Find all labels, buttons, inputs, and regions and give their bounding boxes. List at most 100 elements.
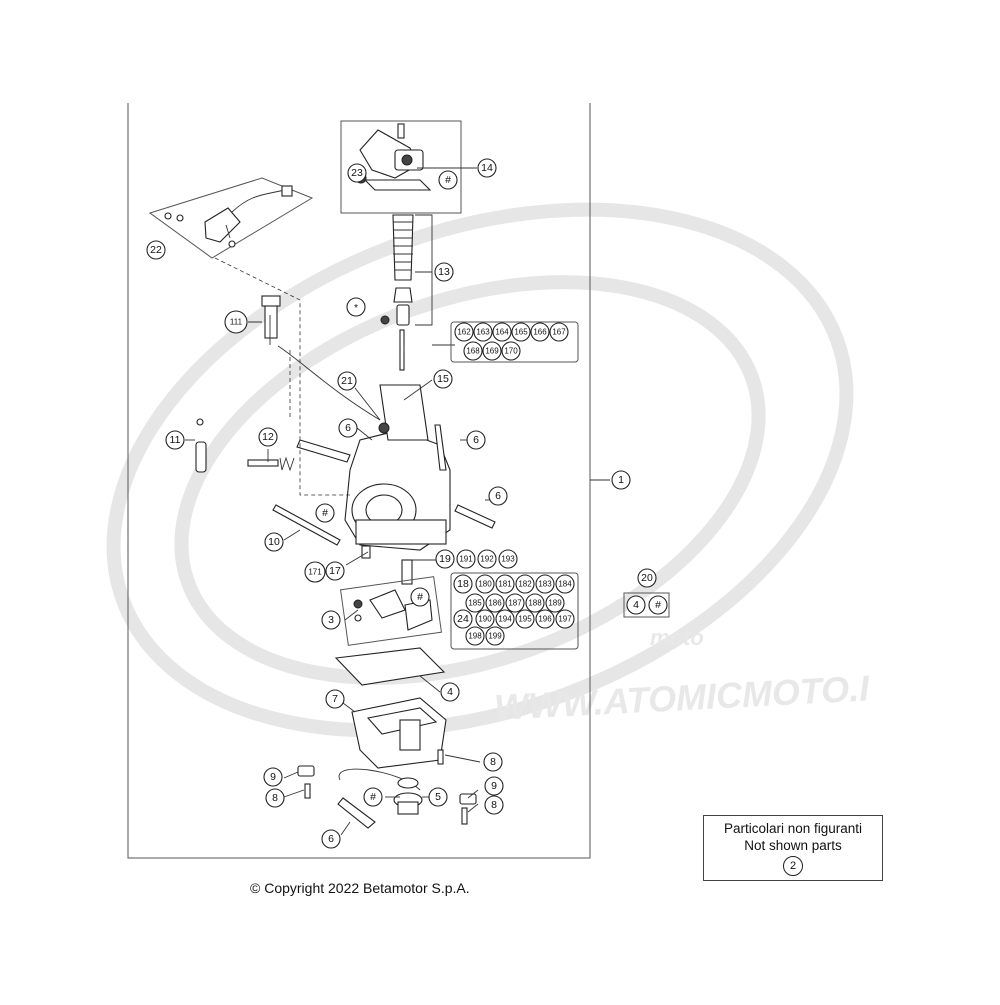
svg-text:196: 196 — [538, 615, 552, 624]
accelerator-pump-box — [339, 576, 443, 646]
svg-text:6: 6 — [328, 833, 334, 845]
svg-text:191: 191 — [459, 555, 473, 564]
float-bowl — [351, 697, 447, 769]
dashed-leader-22 — [214, 257, 350, 496]
svg-text:187: 187 — [508, 599, 522, 608]
group-box-180 — [450, 572, 579, 650]
callout-15: 15 — [433, 369, 453, 389]
svg-text:192: 192 — [480, 555, 494, 564]
svg-text:14: 14 — [481, 162, 493, 174]
svg-text:170: 170 — [504, 347, 518, 356]
jet-needle-screw — [272, 504, 341, 546]
float-bowl-gasket — [334, 647, 446, 686]
callout-hash-cover: # — [438, 170, 458, 190]
svg-text:195: 195 — [518, 615, 532, 624]
svg-text:169: 169 — [485, 347, 499, 356]
svg-text:189: 189 — [548, 599, 562, 608]
svg-text:13: 13 — [438, 266, 450, 278]
callout-6-c: 6 — [488, 486, 508, 506]
tps-box — [148, 177, 314, 259]
idle-adjust-screw — [195, 295, 281, 473]
mixture-screw — [247, 456, 295, 472]
throttle-position-sensor — [164, 185, 293, 248]
callout-22: 22 — [146, 240, 166, 260]
svg-text:162: 162 — [457, 328, 471, 337]
diagram-frame — [127, 103, 591, 859]
svg-text:8: 8 — [490, 756, 496, 768]
svg-text:#: # — [417, 591, 423, 603]
carburetor-body — [344, 384, 451, 585]
svg-text:184: 184 — [558, 580, 572, 589]
group-180: 180 181 182 183 184 — [475, 574, 575, 594]
svg-text:10: 10 — [268, 536, 280, 548]
not-shown-part-callout: 2 — [783, 856, 803, 876]
svg-text:165: 165 — [514, 328, 528, 337]
group-191: 191 192 193 — [456, 549, 518, 569]
svg-text:194: 194 — [498, 615, 512, 624]
svg-text:168: 168 — [466, 347, 480, 356]
svg-text:9: 9 — [491, 780, 497, 792]
svg-text:111: 111 — [230, 318, 243, 327]
slide-spring — [380, 214, 414, 371]
callout-9-a: 9 — [263, 767, 283, 787]
svg-text:186: 186 — [488, 599, 502, 608]
group-190: 190 194 195 196 197 — [475, 609, 575, 629]
not-shown-label-en: Not shown parts — [744, 838, 842, 853]
svg-text:166: 166 — [533, 328, 547, 337]
callout-3: 3 — [321, 610, 341, 630]
callout-9-b: 9 — [484, 776, 504, 796]
callout-24: 24 — [453, 609, 473, 629]
bowl-screws — [297, 749, 477, 825]
callout-11: 11 — [165, 430, 185, 450]
throttle-cable-cover — [355, 123, 432, 191]
svg-text:180: 180 — [478, 580, 492, 589]
svg-text:5: 5 — [435, 791, 441, 803]
callout-1: 1 — [611, 470, 631, 490]
svg-text:199: 199 — [488, 632, 502, 641]
group-198: 198 199 — [465, 626, 505, 646]
group-box-162 — [450, 321, 579, 363]
callout-17: 17 — [325, 561, 345, 581]
svg-text:6: 6 — [345, 422, 351, 434]
callout-20: 20 — [637, 568, 657, 588]
svg-text:8: 8 — [272, 792, 278, 804]
callout-hash-jet: # — [315, 503, 335, 523]
callout-6-b: 6 — [466, 430, 486, 450]
callout-23: 23 — [347, 163, 367, 183]
drain-plug — [393, 777, 423, 815]
svg-text:164: 164 — [495, 328, 509, 337]
watermark: moto WWW.ATOMICMOTO.I — [106, 202, 871, 738]
svg-text:1: 1 — [618, 474, 624, 486]
callout-10: 10 — [264, 532, 284, 552]
svg-text:17: 17 — [329, 565, 341, 577]
svg-text:19: 19 — [439, 553, 451, 565]
svg-text:197: 197 — [558, 615, 572, 624]
svg-text:21: 21 — [341, 375, 353, 387]
callout-4: 4 — [440, 682, 460, 702]
watermark-brand: moto — [650, 625, 704, 650]
callout-14: 14 — [477, 158, 497, 178]
svg-text:198: 198 — [468, 632, 482, 641]
svg-text:182: 182 — [518, 580, 532, 589]
callout-21: 21 — [337, 371, 357, 391]
svg-text:#: # — [370, 791, 376, 803]
callout-8-c: 8 — [484, 795, 504, 815]
group-box-20 — [623, 592, 670, 618]
svg-text:*: * — [354, 302, 358, 314]
svg-text:9: 9 — [270, 771, 276, 783]
svg-text:3: 3 — [328, 614, 334, 626]
svg-text:171: 171 — [308, 568, 322, 577]
callout-5: 5 — [428, 787, 448, 807]
callout-8-a: 8 — [483, 752, 503, 772]
svg-text:185: 185 — [468, 599, 482, 608]
svg-text:7: 7 — [332, 693, 338, 705]
callout-6-d: 6 — [321, 829, 341, 849]
callout-kit20-hash: # — [648, 595, 668, 615]
callout-star: * — [346, 297, 366, 317]
group-162: 162 163 164 165 166 167 168 169 170 — [454, 322, 569, 361]
svg-text:#: # — [655, 599, 661, 611]
svg-text:18: 18 — [457, 578, 469, 590]
svg-text:193: 193 — [501, 555, 515, 564]
callout-7: 7 — [325, 689, 345, 709]
svg-text:4: 4 — [633, 599, 639, 611]
